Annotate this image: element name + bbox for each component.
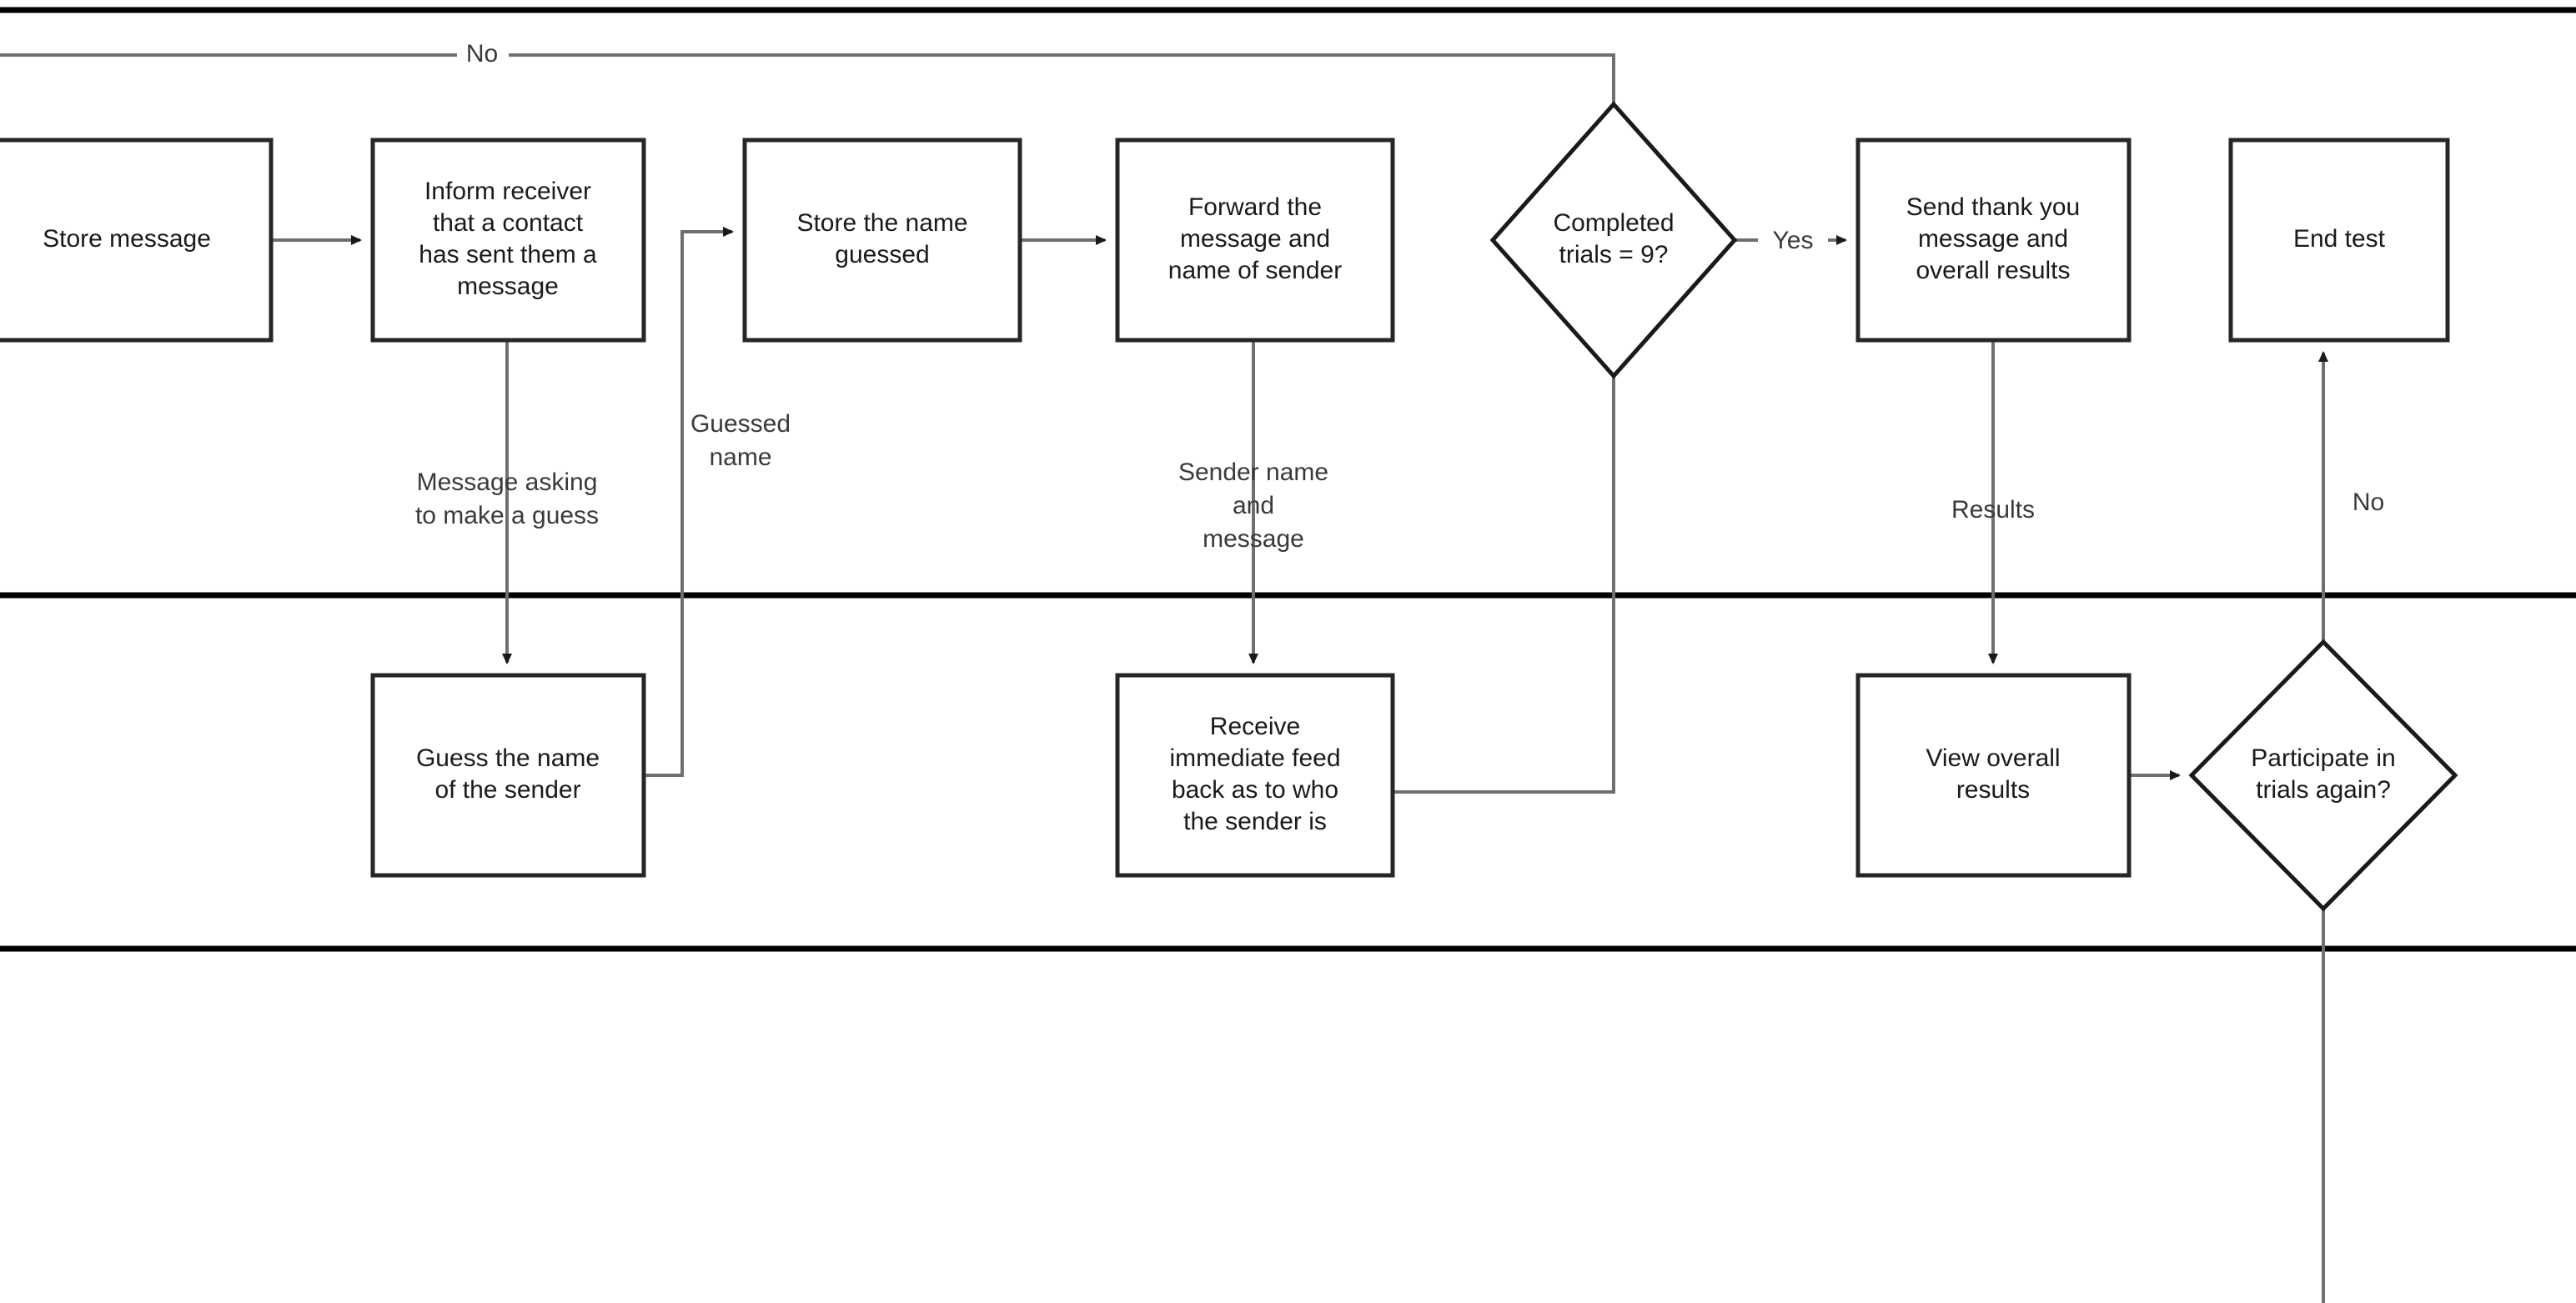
node-store-name-guessed-line-1: guessed bbox=[835, 241, 929, 268]
node-send-thank-you-line-2: overall results bbox=[1916, 257, 2070, 284]
lane-dividers bbox=[0, 7, 2576, 952]
node-receive-feedback-line-1: immediate feed bbox=[1169, 744, 1340, 772]
node-inform-receiver-line-1: that a contact bbox=[433, 209, 584, 237]
node-inform-receiver[interactable]: Inform receiver that a contact has sent … bbox=[370, 138, 646, 343]
node-send-thank-you-line-1: message and bbox=[1918, 225, 2068, 253]
node-inform-receiver-line-0: Inform receiver bbox=[424, 178, 591, 205]
edge-label-guessed-name-line-1: name bbox=[709, 444, 771, 471]
node-store-name-guessed[interactable]: Store the name guessed bbox=[742, 138, 1022, 343]
node-guess-name-line-0: Guess the name bbox=[416, 744, 600, 772]
nodes: Store message Inform receiver that a con… bbox=[0, 101, 2458, 912]
edge-guess-to-storename-path bbox=[644, 227, 734, 777]
node-receive-feedback-line-2: back as to who bbox=[1172, 776, 1338, 804]
node-completed-trials-line-0: Completed bbox=[1553, 209, 1674, 237]
node-receive-feedback-line-3: the sender is bbox=[1183, 808, 1327, 835]
node-view-overall-results-line-1: results bbox=[1956, 776, 2030, 804]
node-receive-feedback-line-0: Receive bbox=[1210, 713, 1300, 740]
node-view-overall-results-line-0: View overall bbox=[1926, 744, 2060, 772]
edge-label-participate-no: No bbox=[2353, 489, 2384, 516]
node-forward-message-line-0: Forward the bbox=[1188, 193, 1322, 221]
edge-receive-to-decision-path bbox=[1393, 255, 1619, 794]
node-forward-message[interactable]: Forward the message and name of sender bbox=[1115, 138, 1395, 343]
edge-labels: No Message asking to make a guess Guesse… bbox=[415, 38, 2384, 553]
node-participate-again[interactable]: Participate in trials again? bbox=[2188, 639, 2458, 912]
node-send-thank-you-line-0: Send thank you bbox=[1906, 193, 2081, 221]
node-participate-again-line-1: trials again? bbox=[2256, 776, 2391, 804]
node-store-message-line-0: Store message bbox=[43, 225, 211, 253]
node-guess-name[interactable]: Guess the name of the sender bbox=[370, 673, 646, 878]
node-forward-message-line-1: message and bbox=[1180, 225, 1330, 253]
edge-label-no-top-bg bbox=[457, 38, 509, 70]
edge-label-inform-to-guess-line-0: Message asking bbox=[417, 469, 598, 496]
edge-decision-no-path bbox=[0, 53, 1615, 104]
edge-label-sender-name-line-0: Sender name bbox=[1178, 459, 1328, 486]
node-inform-receiver-line-2: has sent them a bbox=[419, 241, 597, 268]
node-store-message[interactable]: Store message bbox=[0, 138, 274, 343]
edge-label-results: Results bbox=[1951, 496, 2035, 524]
edge-label-inform-to-guess-line-1: to make a guess bbox=[415, 502, 599, 529]
node-end-test-line-0: End test bbox=[2293, 225, 2386, 253]
node-store-name-guessed-line-0: Store the name bbox=[796, 209, 967, 237]
edge-label-guessed-name-line-0: Guessed bbox=[690, 410, 791, 438]
node-participate-again-line-0: Participate in bbox=[2251, 744, 2395, 772]
edge-label-decision-no: No bbox=[466, 40, 498, 68]
node-receive-feedback[interactable]: Receive immediate feed back as to who th… bbox=[1115, 673, 1395, 878]
node-end-test[interactable]: End test bbox=[2228, 138, 2450, 343]
node-guess-name-line-1: of the sender bbox=[434, 776, 580, 804]
connectors bbox=[0, 53, 2328, 1303]
node-view-overall-results[interactable]: View overall results bbox=[1855, 673, 2132, 878]
edge-label-decision-yes: Yes bbox=[1773, 227, 1814, 254]
node-forward-message-line-2: name of sender bbox=[1168, 257, 1342, 284]
edge-label-sender-name-line-2: message bbox=[1203, 525, 1304, 553]
node-completed-trials-line-1: trials = 9? bbox=[1559, 241, 1669, 268]
edge-label-sender-name-line-1: and bbox=[1233, 492, 1274, 519]
node-completed-trials[interactable]: Completed trials = 9? bbox=[1489, 101, 1738, 379]
node-inform-receiver-line-3: message bbox=[457, 273, 559, 300]
node-send-thank-you[interactable]: Send thank you message and overall resul… bbox=[1855, 138, 2132, 343]
